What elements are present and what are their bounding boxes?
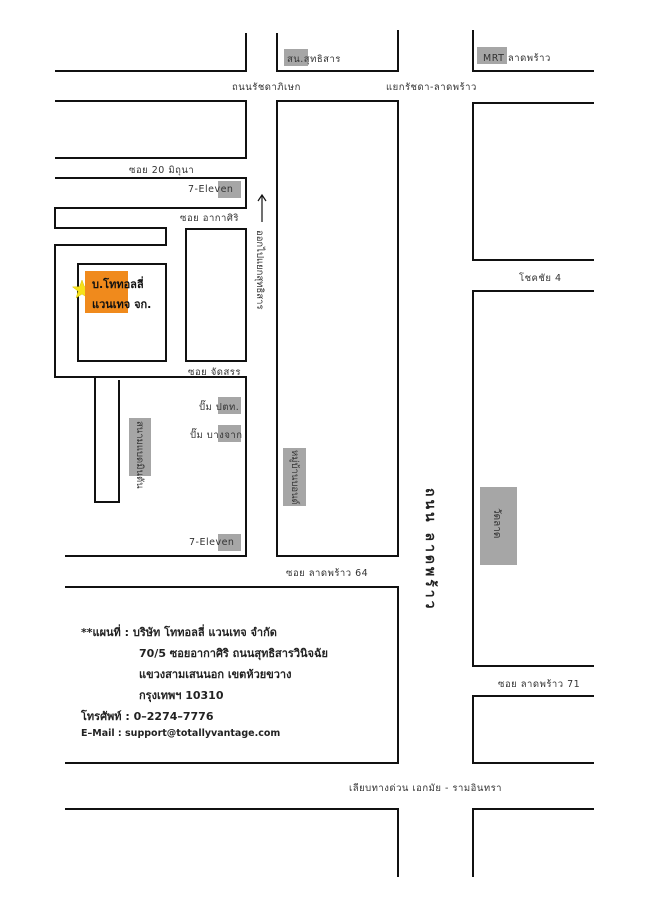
arrow-up-icon xyxy=(257,193,267,222)
company-name-line2: แวนเทจ จก. xyxy=(92,298,152,311)
ptt-box xyxy=(218,397,241,414)
road-edge xyxy=(65,586,399,764)
label-ratchada-ladprao-junction: แยกรัชดา-ลาดพร้าว xyxy=(386,82,477,93)
road-edge xyxy=(65,808,399,877)
road-edge xyxy=(276,30,399,72)
city-block xyxy=(185,228,247,362)
label-temple: วัดลาด xyxy=(491,508,502,539)
address-line1: 70/5 ซอยอากาศิริ ถนนสุทธิสารวินิจฉัย xyxy=(139,647,328,660)
label-badminton-court: สนามแบดมินตัน xyxy=(134,421,145,489)
label-expressway: เลียบทางด่วน เอกมัย - รามอินทรา xyxy=(349,783,503,794)
road-edge xyxy=(472,695,594,764)
label-seven-eleven-top: 7-Eleven xyxy=(188,184,234,195)
road-edge xyxy=(472,808,594,877)
city-block-long xyxy=(276,100,399,557)
phone: โทรศัพท์ : 0–2274–7776 xyxy=(81,710,214,723)
seven-eleven-top-box xyxy=(218,181,241,198)
village-box xyxy=(283,448,306,506)
address-line2: แขวงสามเสนนอก เขตห้วยขวาง xyxy=(139,668,292,681)
label-sutthisan-station: สน.สุทธิสาร xyxy=(287,54,341,65)
company-name-line1: บ.โททอลลี่ xyxy=(92,278,144,291)
label-soi-ladprao-64: ซอย ลาดพร้าว 64 xyxy=(286,568,369,579)
badminton-box xyxy=(129,418,151,476)
road-lines xyxy=(54,30,594,877)
company-block xyxy=(77,263,167,362)
label-soi-arkasiri: ซอย อากาศิริ xyxy=(180,213,239,224)
label-ratchadaphisek-road: ถนนรัชดาภิเษก xyxy=(232,82,301,93)
label-village: หมู่บ้านบอนด์ xyxy=(289,450,300,505)
address-line3: กรุงเทพฯ 10310 xyxy=(139,689,224,702)
sutthisan-station-box xyxy=(284,49,308,66)
label-ptt-station: ปั๊ม ปตท. xyxy=(199,402,240,413)
email: E–Mail : support@totallyvantage.com xyxy=(81,728,281,739)
company-marker xyxy=(85,271,128,313)
bangchak-box xyxy=(218,425,241,442)
temple-box xyxy=(480,487,517,565)
label-exit-arrow: ออกไปแยกสุทธิสาร xyxy=(254,230,265,310)
road-edge xyxy=(55,33,247,72)
road-edge xyxy=(472,30,594,72)
road-edge xyxy=(472,102,594,261)
label-ladprao-road: ถนน ลาดพร้าว xyxy=(422,488,438,612)
seven-eleven-bottom-box xyxy=(218,534,241,551)
road-edge xyxy=(55,100,247,159)
road-edge xyxy=(54,177,247,557)
label-chokchai-4: โชคชัย 4 xyxy=(519,273,562,284)
map-title: **แผนที่ : บริษัท โททอลลี่ แวนเทจ จำกัด xyxy=(81,626,277,639)
label-mrt-ladprao: MRT ลาดพร้าว xyxy=(483,53,551,64)
label-soi-chatsorn: ซอย จัดสรร xyxy=(188,367,241,378)
road-edge xyxy=(472,290,594,667)
label-soi-20-mithuna: ซอย 20 มิถุนา xyxy=(129,165,195,176)
road-edge xyxy=(94,377,120,503)
label-bangchak-station: ปั๊ม บางจาก xyxy=(190,430,243,441)
label-soi-ladprao-71: ซอย ลาดพร้าว 71 xyxy=(498,679,581,690)
label-seven-eleven-bottom: 7-Eleven xyxy=(189,537,235,548)
mrt-box xyxy=(477,47,507,64)
